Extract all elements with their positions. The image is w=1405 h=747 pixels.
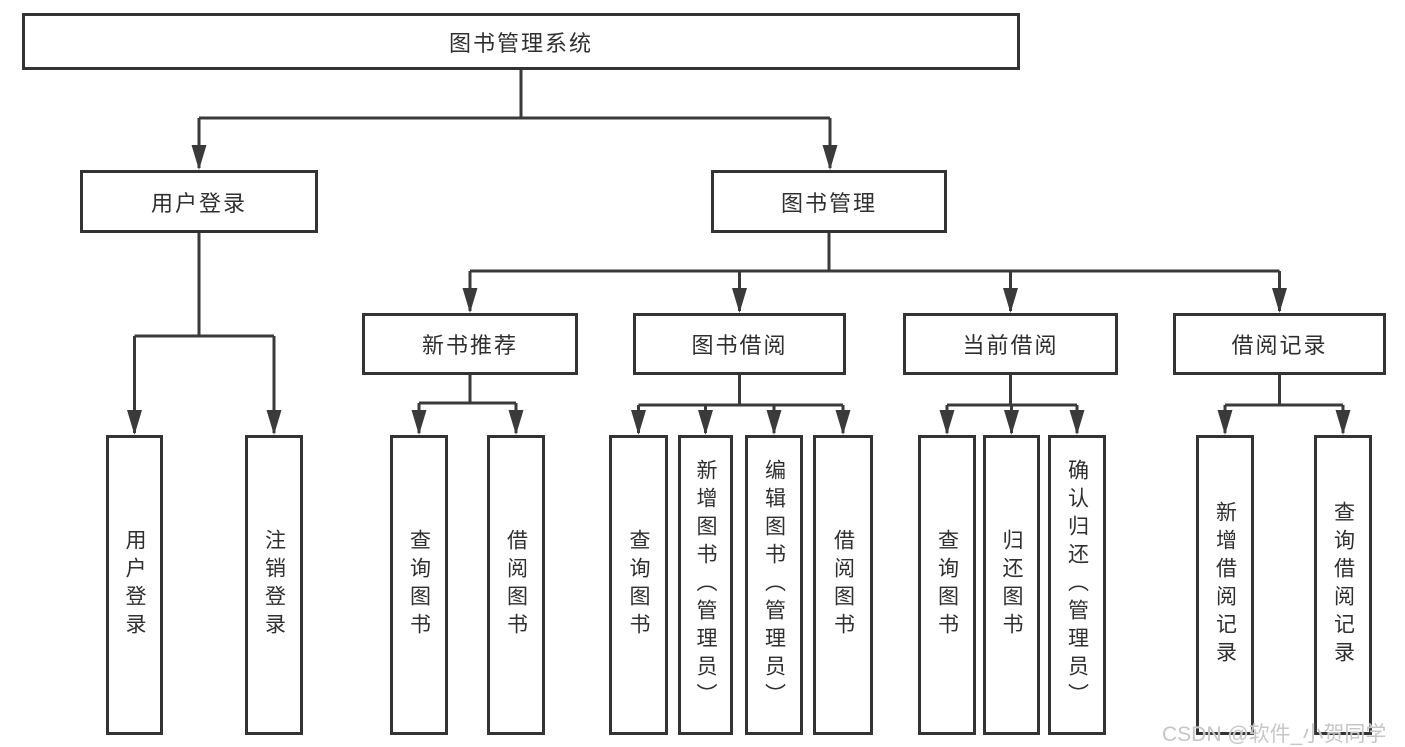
node-label: 图书借阅 bbox=[691, 333, 788, 358]
leaf-edit-books-admin: 编辑图书（管理员） bbox=[745, 435, 803, 735]
node-label: 新增图书（管理员） bbox=[694, 459, 717, 711]
node-label: 借阅图书 bbox=[504, 529, 528, 641]
leaf-logout: 注销登录 bbox=[245, 435, 303, 735]
node-label: 查询图书 bbox=[407, 529, 431, 641]
arrowheads bbox=[127, 145, 1351, 435]
node-label: 用户登录 bbox=[150, 190, 247, 216]
node-label: 查询图书 bbox=[627, 529, 650, 641]
node-book-management: 图书管理 bbox=[711, 170, 947, 233]
watermark: CSDN @软件_小贺同学 bbox=[1162, 723, 1387, 746]
node-label: 当前借阅 bbox=[962, 333, 1059, 358]
node-user-login: 用户登录 bbox=[80, 170, 318, 233]
leaf-add-books-admin: 新增图书（管理员） bbox=[678, 435, 733, 735]
node-label: 用户登录 bbox=[123, 529, 146, 641]
node-label: 图书管理 bbox=[780, 190, 877, 216]
node-label: 查询图书 bbox=[935, 529, 959, 641]
node-current-borrowing: 当前借阅 bbox=[903, 313, 1118, 375]
leaf-user-login: 用户登录 bbox=[106, 435, 163, 735]
node-label: 借阅记录 bbox=[1231, 333, 1328, 358]
leaf-confirm-return-admin: 确认归还（管理员） bbox=[1048, 435, 1106, 735]
leaf-borrow-books-recommend: 借阅图书 bbox=[487, 435, 545, 735]
node-label: 新增借阅记录 bbox=[1213, 501, 1237, 669]
node-label: 注销登录 bbox=[262, 529, 286, 641]
leaf-return-books: 归还图书 bbox=[983, 435, 1040, 735]
node-book-borrowing: 图书借阅 bbox=[633, 313, 846, 375]
node-label: 借阅图书 bbox=[831, 529, 855, 641]
node-label: 图书管理系统 bbox=[448, 30, 593, 56]
leaf-borrow-books-borrowing: 借阅图书 bbox=[813, 435, 873, 735]
leaf-search-books-borrowing: 查询图书 bbox=[609, 435, 668, 735]
leaf-search-books-recommend: 查询图书 bbox=[390, 435, 448, 735]
leaf-search-borrow-record: 查询借阅记录 bbox=[1314, 435, 1372, 735]
leaf-add-borrow-record: 新增借阅记录 bbox=[1196, 435, 1254, 735]
node-label: 归还图书 bbox=[1000, 529, 1023, 641]
node-label: 新书推荐 bbox=[421, 333, 518, 358]
node-label: 编辑图书（管理员） bbox=[762, 459, 786, 711]
node-library-management-system: 图书管理系统 bbox=[22, 13, 1020, 70]
node-label: 查询借阅记录 bbox=[1331, 501, 1355, 669]
node-label: 确认归还（管理员） bbox=[1065, 459, 1089, 711]
leaf-search-books-current: 查询图书 bbox=[918, 435, 976, 735]
node-new-book-recommendation: 新书推荐 bbox=[362, 313, 578, 375]
node-borrowing-records: 借阅记录 bbox=[1173, 313, 1386, 375]
